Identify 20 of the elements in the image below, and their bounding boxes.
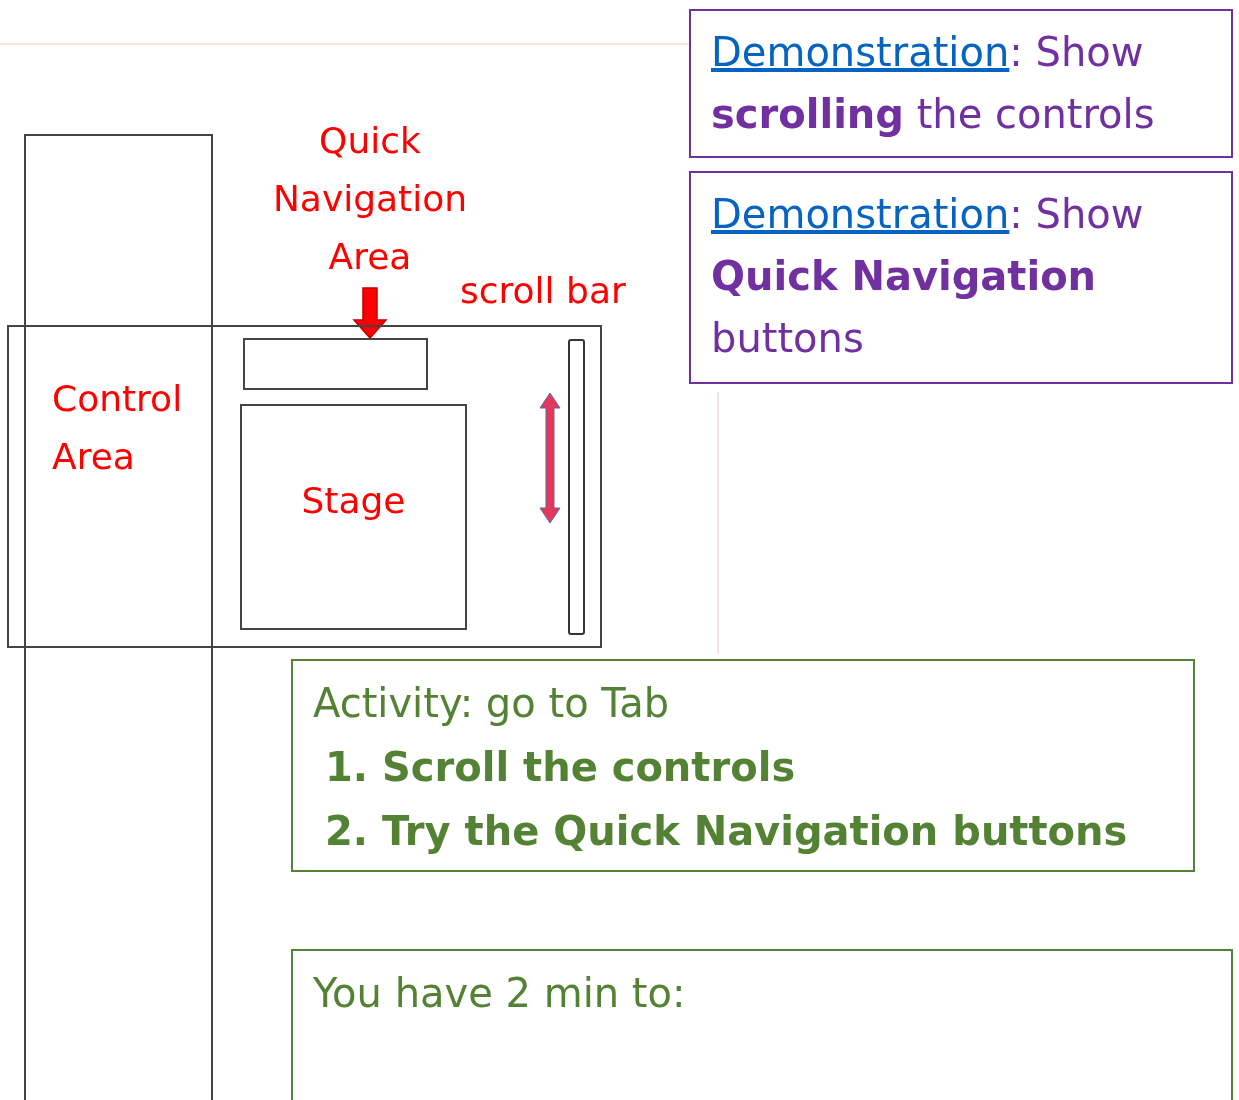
instruction-text: Activity: go to Tab [313,679,670,728]
instruction-text: You have 2 min to: [313,969,686,1018]
arrow [352,287,388,340]
stage-box [240,404,467,630]
activity-box [291,659,1195,872]
demonstration-text: Demonstration: Show scrolling the controls [711,28,1156,139]
scroll-bar-box [568,339,585,635]
area-label: Control Area [52,377,184,479]
step-text: 1. Scroll the controls [325,743,796,792]
demonstration-link: Demonstration [711,29,1010,75]
demonstration-link: Demonstration [711,191,1010,237]
task-box [291,949,1233,1100]
demonstration-text: Demonstration: Show Quick Navigation buttons [711,190,1145,363]
step-text: 2. Try the Quick Navigation buttons [325,807,1128,856]
demonstration-box [689,9,1233,158]
control-area-column [24,134,213,1100]
navigation-bar-box [243,338,428,390]
demonstration-box [689,171,1233,384]
stage-label: Stage [300,479,407,523]
app-window-box [7,325,602,648]
